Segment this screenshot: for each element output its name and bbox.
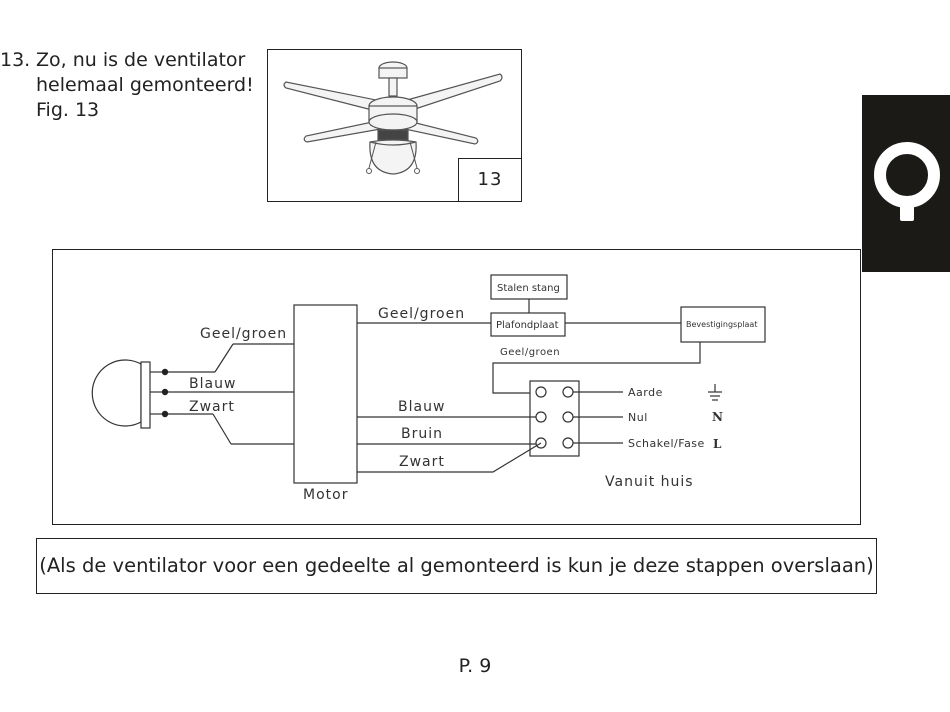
ceiling-plate-box <box>490 312 566 337</box>
light-bulb-shape <box>91 359 142 427</box>
terminal-block <box>529 380 580 457</box>
mounting-plate-box <box>680 306 766 343</box>
skip-steps-notice: (Als de ventilator voor een gedeelte al … <box>36 538 877 594</box>
wire-label-zwart-right: Zwart <box>399 454 445 470</box>
step-number: 13. <box>0 49 31 71</box>
mounting-plate-label: Bevestigingsplaat <box>686 320 757 329</box>
steel-rod-label: Stalen stang <box>497 283 560 294</box>
terminal-label-schakel-fase: Schakel/Fase <box>628 437 705 450</box>
terminal-symbol-l: L <box>713 437 722 451</box>
earth-ground-icon <box>708 384 722 401</box>
language-badge-icon <box>874 142 940 221</box>
motor-label: Motor <box>303 487 348 503</box>
wire-label-blauw-right: Blauw <box>398 399 445 415</box>
terminal-label-nul: Nul <box>628 411 648 424</box>
from-house-label: Vanuit huis <box>605 474 694 490</box>
wiring-diagram: Geel/groen Blauw Zwart Geel/groen Geel/g… <box>52 249 861 525</box>
terminal-label-aarde: Aarde <box>628 386 663 399</box>
terminal-symbol-n: N <box>712 410 723 424</box>
wire-label-geel-groen-left: Geel/groen <box>200 326 287 342</box>
step-line-1: Zo, nu is de ventilator <box>36 49 246 71</box>
steel-rod-box <box>490 274 568 300</box>
figure-13: 13 <box>267 49 522 202</box>
ceiling-plate-label: Plafondplaat <box>496 320 559 331</box>
wire-label-blauw-left: Blauw <box>189 376 236 392</box>
page-number: P. 9 <box>458 655 492 677</box>
wire-label-bruin-right: Bruin <box>401 426 443 442</box>
language-tab <box>862 95 950 272</box>
figure-label: 13 <box>458 158 522 202</box>
motor-box <box>293 304 358 484</box>
step-line-3: Fig. 13 <box>36 99 100 121</box>
wire-label-geel-groen-small: Geel/groen <box>500 347 560 358</box>
bulb-socket <box>140 361 151 429</box>
step-line-2: helemaal gemonteerd! <box>36 74 254 96</box>
wire-label-geel-groen-top: Geel/groen <box>378 306 465 322</box>
ceiling-fan-illustration <box>283 61 503 175</box>
wire-label-zwart-left: Zwart <box>189 399 235 415</box>
